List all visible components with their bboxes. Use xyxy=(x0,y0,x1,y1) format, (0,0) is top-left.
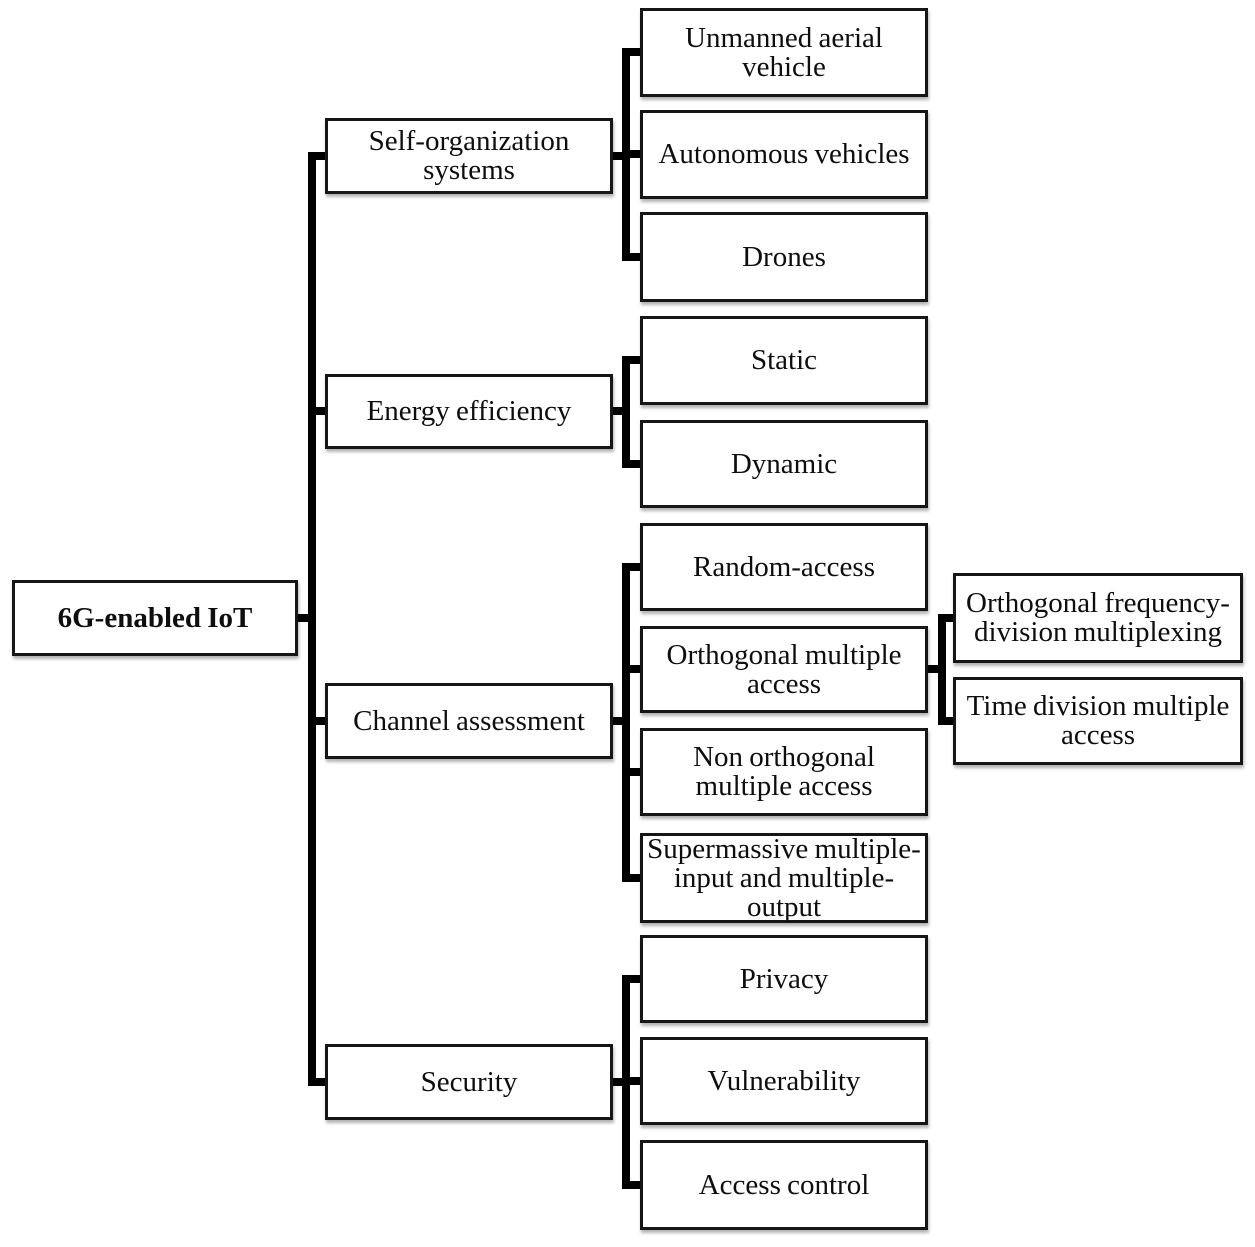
node-time-division-multiple-access: Time division multiple access xyxy=(953,677,1243,765)
connector-child-stub xyxy=(628,874,642,882)
connector-child-stub xyxy=(628,1181,642,1189)
connector-child-stub xyxy=(628,563,642,571)
connector-child-stub xyxy=(628,665,642,673)
connector-child-stub xyxy=(628,768,642,776)
connector-child-stub xyxy=(628,1077,642,1085)
node-static: Static xyxy=(640,316,928,405)
node-autonomous-vehicles: Autonomous vehicles xyxy=(640,110,928,199)
connector-bracket-stub xyxy=(610,407,624,415)
node-drones: Drones xyxy=(640,212,928,302)
connector-child-stub xyxy=(628,253,642,261)
connector-branch-stub xyxy=(310,717,326,725)
node-supermassive-mimo: Supermassive multiple-input and multiple… xyxy=(640,833,928,923)
connector-branch-stub xyxy=(310,1078,326,1086)
connector-root-stub xyxy=(296,614,316,622)
connector-child-stub xyxy=(628,150,642,158)
connector-l3-in-stub xyxy=(926,665,940,673)
connector-bracket-vertical xyxy=(622,48,630,261)
connector-l3-child-stub xyxy=(944,717,955,725)
node-channel-assessment: Channel assessment xyxy=(325,683,613,759)
node-non-orthogonal-multiple-access: Non orthogonal multiple access xyxy=(640,728,928,816)
node-privacy: Privacy xyxy=(640,935,928,1023)
connector-bracket-vertical xyxy=(622,356,630,468)
node-access-control: Access control xyxy=(640,1140,928,1230)
connector-bracket-vertical xyxy=(622,563,630,882)
node-self-organization-systems: Self-organization systems xyxy=(325,118,613,194)
node-orthogonal-multiple-access: Orthogonal multiple access xyxy=(640,626,928,713)
connector-child-stub xyxy=(628,975,642,983)
node-orthogonal-frequency-division-multiplexing: Orthogonal frequency-division multiplexi… xyxy=(953,573,1243,663)
connector-bracket-stub xyxy=(610,1078,624,1086)
connector-l3-child-stub xyxy=(944,614,955,622)
connector-bracket-stub xyxy=(610,152,624,160)
connector-bracket-stub xyxy=(610,717,624,725)
connector-child-stub xyxy=(628,48,642,56)
connector-child-stub xyxy=(628,356,642,364)
connector-l3-bracket-vertical xyxy=(938,614,946,725)
connector-bracket-vertical xyxy=(622,975,630,1189)
node-vulnerability: Vulnerability xyxy=(640,1037,928,1125)
node-dynamic: Dynamic xyxy=(640,420,928,508)
node-unmanned-aerial-vehicle: Unmanned aerial vehicle xyxy=(640,8,928,97)
connector-branch-stub xyxy=(310,407,326,415)
connector-branch-stub xyxy=(310,152,326,160)
node-random-access: Random-access xyxy=(640,523,928,611)
node-security: Security xyxy=(325,1044,613,1120)
node-6g-enabled-iot: 6G-enabled IoT xyxy=(12,580,298,656)
connector-child-stub xyxy=(628,460,642,468)
node-energy-efficiency: Energy efficiency xyxy=(325,374,613,449)
